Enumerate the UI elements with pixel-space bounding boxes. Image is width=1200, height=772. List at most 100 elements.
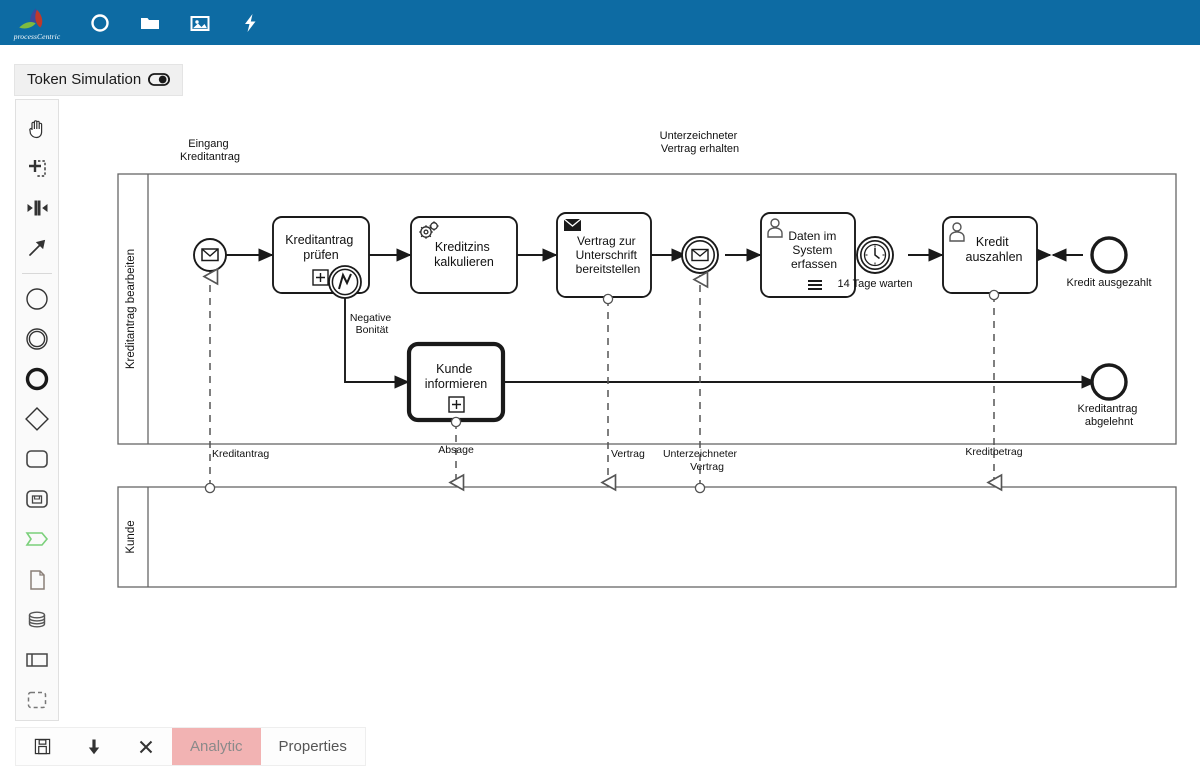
element-palette (15, 99, 59, 721)
hand-tool[interactable] (16, 108, 58, 148)
logo-mark-icon (19, 7, 43, 28)
app-logo[interactable]: processCentric (0, 0, 74, 45)
svg-text:Kreditantrag abgeleh: Kreditantrag abgelehnt (1078, 403, 1141, 428)
task-2-label-2: kalkulieren (434, 255, 494, 269)
bottom-bar: Analytic Properties Beispiel Website.bpm… (0, 721, 1200, 772)
event-unterzeichneter-vertrag-erhalten[interactable]: Unterzeichneter Vertrag erhalten (660, 130, 741, 274)
gears-icon (419, 221, 439, 239)
message-flows (202, 267, 1003, 492)
message-unterzeichneter-vertrag-label-2: Vertrag (690, 461, 724, 473)
event-kreditantrag-abgelehnt[interactable]: Kreditantrag abgelehnt (1078, 363, 1141, 428)
connect-tool[interactable] (16, 228, 58, 268)
event-end-2-label-1: Kreditantrag (1078, 403, 1138, 415)
svg-text:Negative Bonität: Negative Bonität (350, 312, 394, 336)
document[interactable] (16, 560, 58, 600)
top-app-bar: processCentric (0, 0, 1200, 45)
folder-icon[interactable] (136, 9, 164, 37)
start-event[interactable] (16, 279, 58, 319)
tab-analytic[interactable]: Analytic (172, 728, 261, 765)
message-flow-labels: Kreditantrag Absage Vertrag Unterzeichne… (212, 444, 1023, 473)
task-kreditantrag-pruefen[interactable]: Kreditantrag prüfen (272, 216, 370, 294)
boundary-label-2: Bonität (356, 324, 389, 336)
lasso-tool[interactable] (16, 148, 58, 188)
task-2-label-1: Kreditzins (435, 240, 490, 254)
tab-properties[interactable]: Properties (260, 728, 365, 765)
message-unterzeichneter-vertrag-label-1: Unterzeichneter (663, 448, 738, 460)
message-kreditbetrag-label: Kreditbetrag (965, 446, 1022, 458)
message-absage-label: Absage (438, 444, 474, 456)
event-timer-label: 14 Tage warten (837, 278, 912, 290)
event-end-1-label: Kredit ausgezahlt (1067, 277, 1152, 289)
lightning-icon[interactable] (236, 9, 264, 37)
user-icon (949, 222, 965, 242)
message-kreditantrag-label: Kreditantrag (212, 448, 269, 460)
task-3-label-2: Unterschrift (576, 248, 638, 262)
pool[interactable] (16, 640, 58, 680)
task-6-label-2: informieren (425, 377, 488, 391)
bpmn-canvas[interactable]: Kreditantrag bearbeiten (60, 99, 1200, 721)
event-14-tage-warten[interactable]: 14 Tage warten (837, 236, 913, 290)
task-3-label-3: bereitstellen (576, 262, 641, 276)
task-kreditzins-kalkulieren[interactable]: Kreditzins kalkulieren (410, 216, 518, 294)
task-daten-im-system-erfassen[interactable]: Daten im System erfassen (760, 212, 856, 298)
task-3-label-1: Vertrag zur (577, 234, 636, 248)
token-simulation-toggle[interactable]: Token Simulation (14, 64, 184, 96)
end-event[interactable] (16, 359, 58, 399)
pool-kunde[interactable]: Kunde (117, 486, 1177, 588)
boundary-label-1: Negative (350, 312, 392, 324)
token-simulation-label: Token Simulation (27, 71, 142, 88)
toggle-icon[interactable] (148, 73, 171, 86)
pool-kunde-label: Kunde (125, 520, 137, 553)
event-catch-label-1: Unterzeichneter (660, 130, 738, 142)
circle-icon[interactable] (86, 9, 114, 37)
svg-text:Vertrag zur Untersch: Vertrag zur Unterschrift bereitstellen (576, 234, 641, 276)
message-vertrag-label: Vertrag (611, 448, 645, 460)
task-vertrag-zur-unterschrift-bereitstellen[interactable]: Vertrag zur Unterschrift bereitstellen (556, 212, 652, 298)
svg-text:Kredit auszahlen: Kredit auszahlen (966, 235, 1023, 264)
event-eingang-kreditantrag[interactable]: Eingang Kreditantrag (180, 138, 240, 272)
data-object[interactable] (16, 519, 58, 559)
image-icon[interactable] (186, 9, 214, 37)
svg-text:Eingang Kreditantrag: Eingang Kreditantrag (180, 138, 240, 163)
subprocess-plus-icon (312, 269, 329, 286)
user-icon (767, 218, 783, 238)
gateway[interactable] (16, 399, 58, 439)
envelope-icon (691, 248, 709, 262)
task-4-label-1: Daten im (788, 229, 836, 243)
task-5-label-2: auszahlen (966, 250, 1023, 264)
space-tool[interactable] (16, 188, 58, 228)
close-x-icon[interactable] (120, 728, 172, 765)
event-kredit-ausgezahlt[interactable]: Kredit ausgezahlt (1067, 236, 1152, 289)
event-end-2-label-2: abgelehnt (1085, 416, 1133, 428)
envelope-filled-icon (563, 218, 582, 231)
task-4-label-3: erfassen (791, 257, 837, 271)
brand-name: processCentric (13, 31, 61, 41)
bottom-button-group: Analytic Properties (15, 727, 366, 766)
group[interactable] (16, 680, 58, 720)
download-arrow-icon[interactable] (68, 728, 120, 765)
task-kunde-informieren[interactable]: Kunde informieren (406, 341, 506, 423)
intermediate-event[interactable] (16, 319, 58, 359)
event-negative-bonitaet[interactable]: Negative Bonität (328, 265, 394, 336)
pool-kreditantrag-label: Kreditantrag bearbeiten (125, 249, 137, 369)
svg-text:Kreditantrag prüfen: Kreditantrag prüfen (285, 233, 357, 262)
palette-divider (22, 272, 52, 274)
event-start-label-2: Kreditantrag (180, 151, 240, 163)
task[interactable] (16, 439, 58, 479)
svg-text:Kunde informieren: Kunde informieren (425, 362, 488, 391)
task-kredit-auszahlen[interactable]: Kredit auszahlen (942, 216, 1038, 294)
floppy-disk-icon[interactable] (16, 728, 68, 765)
message-flow-endpoints (204, 289, 1000, 494)
task-6-label-1: Kunde (436, 362, 472, 376)
subprocess[interactable] (16, 479, 58, 519)
event-start-label-1: Eingang (188, 138, 228, 150)
task-4-label-2: System (792, 243, 832, 257)
task-1-label-2: prüfen (303, 248, 338, 262)
svg-text:Daten im System: Daten im System erfassen (788, 229, 839, 271)
task-1-label-1: Kreditantrag (285, 233, 353, 247)
data-store[interactable] (16, 600, 58, 640)
event-catch-label-2: Vertrag erhalten (661, 143, 739, 155)
envelope-icon (201, 248, 219, 262)
svg-text:Unterzeichneter Vert: Unterzeichneter Vertrag erhalten (660, 130, 741, 155)
list-marker-icon (808, 280, 822, 290)
